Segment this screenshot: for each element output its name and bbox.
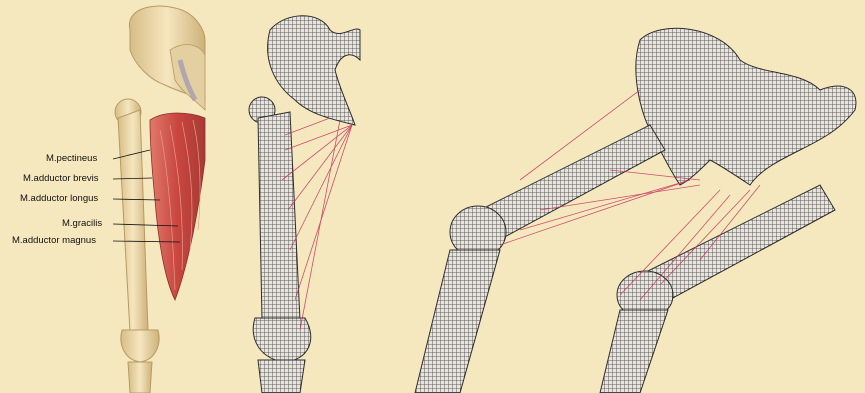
label-pectineus: M.pectineus	[46, 153, 97, 164]
mesh-model-flexed	[415, 28, 856, 393]
anatomical-thigh-drawing	[113, 6, 205, 393]
label-adductor-brevis: M.adductor brevis	[23, 173, 99, 184]
mesh-model-upright	[249, 16, 360, 393]
label-gracilis: M.gracilis	[62, 218, 102, 229]
label-adductor-magnus: M.adductor magnus	[12, 235, 96, 246]
label-adductor-longus: M.adductor longus	[20, 193, 98, 204]
